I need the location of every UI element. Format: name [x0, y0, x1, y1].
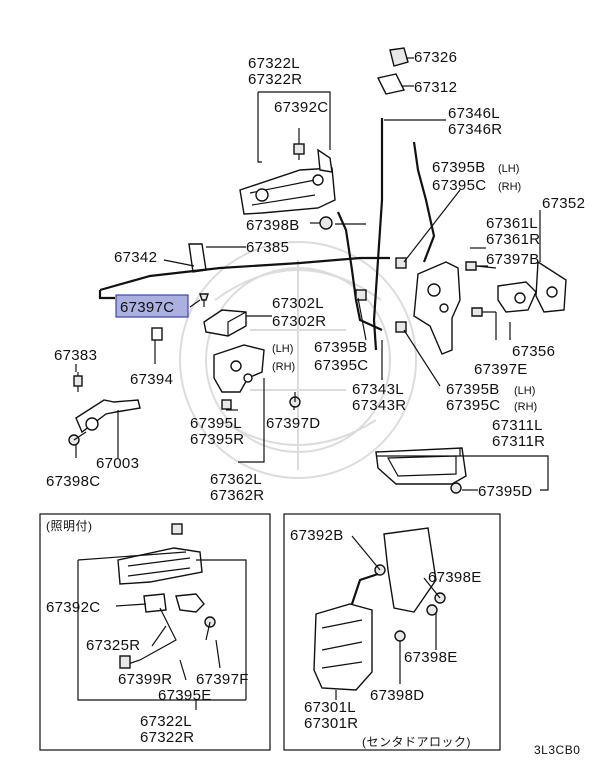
clip-lh-low [395, 321, 407, 333]
clip-lh-top [395, 257, 407, 269]
label-67395D: 67395D [478, 483, 532, 500]
label-67398E-1: 67398E [428, 569, 482, 586]
cap-67326-part [389, 47, 409, 67]
diagram-code: 3L3CB0 [534, 743, 580, 757]
label-67397F: 67397F [196, 671, 249, 688]
box-central-lock [283, 513, 501, 751]
label-67395L: 67395L [190, 415, 242, 432]
label-67302L: 67302L [272, 295, 324, 312]
label-67322R-box: 67322R [140, 729, 194, 746]
watermark-emblem [179, 241, 417, 479]
label-67301L: 67301L [304, 699, 356, 716]
label-67342: 67342 [114, 249, 157, 266]
box1-title: (照明付) [46, 519, 93, 533]
label-67346L: 67346L [448, 105, 500, 122]
label-67398B: 67398B [246, 217, 300, 234]
label-67398D: 67398D [370, 687, 424, 704]
label-67343L: 67343L [352, 381, 404, 398]
clip-lh-mid [355, 289, 367, 301]
label-67361L: 67361L [486, 215, 538, 232]
bolt-check-part [68, 431, 87, 446]
label-67392C-box: 67392C [46, 599, 100, 616]
inside-handle-part [213, 344, 265, 393]
label-67352: 67352 [542, 195, 585, 212]
label-67356: 67356 [512, 343, 555, 360]
screw-67395d-part [450, 482, 462, 494]
label-67395C-mid: 67395C [314, 357, 368, 374]
label-67362L: 67362L [210, 471, 262, 488]
box-illuminated [39, 513, 271, 751]
bracket-part [203, 309, 247, 337]
tag-rh-low: (RH) [514, 401, 537, 413]
screw-part [293, 143, 305, 160]
label-67322R: 67322R [248, 71, 302, 88]
label-67397E: 67397E [474, 361, 528, 378]
label-67392B: 67392B [290, 527, 344, 544]
rod-67346-part [372, 118, 384, 351]
label-67395R: 67395R [190, 431, 244, 448]
label-67395B-top: 67395B [432, 159, 486, 176]
label-67395C-top: 67395C [432, 177, 486, 194]
tag-lh-top: (LH) [498, 163, 519, 175]
label-67383: 67383 [54, 347, 97, 364]
label-67325R: 67325R [86, 637, 140, 654]
label-67394: 67394 [130, 371, 173, 388]
label-67302R: 67302R [272, 313, 326, 330]
tag-rh-top: (RH) [498, 181, 521, 193]
label-67343R: 67343R [352, 397, 406, 414]
label-67395E: 67395E [158, 687, 212, 704]
door-check-part [75, 399, 141, 434]
clip-part [151, 327, 163, 341]
label-67398E-2: 67398E [404, 649, 458, 666]
label-67003: 67003 [96, 455, 139, 472]
label-67398C: 67398C [46, 473, 100, 490]
label-67362R: 67362R [210, 487, 264, 504]
label-67397B: 67397B [486, 251, 540, 268]
label-67392C: 67392C [274, 99, 328, 116]
label-67311L: 67311L [492, 417, 543, 434]
striker-part [497, 281, 537, 313]
screw-d-part [289, 392, 301, 408]
label-67322L: 67322L [248, 55, 300, 72]
label-67322L-box: 67322L [140, 713, 192, 730]
spacer-part [188, 243, 207, 273]
label-67385: 67385 [246, 239, 289, 256]
rod-link-part [412, 141, 436, 263]
box2-caption: (センタドアロック) [362, 735, 471, 749]
label-67301R: 67301R [304, 715, 358, 732]
tag-rh-mid: (RH) [272, 361, 295, 373]
label-67395B-mid: 67395B [314, 339, 368, 356]
labels: 67322L 67322R 67392C 67326 67312 67346L … [46, 49, 585, 757]
leader-lines [75, 57, 549, 491]
highlight-box [115, 294, 189, 318]
label-67399R: 67399R [118, 671, 172, 688]
clip-small-part [221, 399, 232, 410]
label-67397D: 67397D [266, 415, 320, 432]
label-67397C: 67397C [120, 299, 174, 316]
label-67395C-low: 67395C [446, 397, 500, 414]
striker-plate-part [535, 260, 567, 313]
screw-e-part [471, 307, 496, 317]
label-67361R: 67361R [486, 231, 540, 248]
label-67326: 67326 [414, 49, 457, 66]
label-67311R: 67311R [492, 433, 545, 450]
label-67395B-low: 67395B [446, 381, 500, 398]
pin-part [73, 372, 83, 392]
tag-lh-low: (LH) [514, 385, 535, 397]
small-screw-part [199, 293, 209, 307]
door-lock-part [413, 261, 461, 355]
cap-67312-part [376, 73, 406, 95]
label-67312: 67312 [414, 79, 457, 96]
bolt-part [310, 216, 333, 230]
outside-handle-part [239, 148, 336, 215]
tag-lh-mid: (LH) [272, 343, 293, 355]
rod-67343-part [336, 211, 383, 332]
trim-bezel-part [375, 447, 467, 485]
label-67346R: 67346R [448, 121, 502, 138]
rod-67342 [98, 256, 390, 300]
